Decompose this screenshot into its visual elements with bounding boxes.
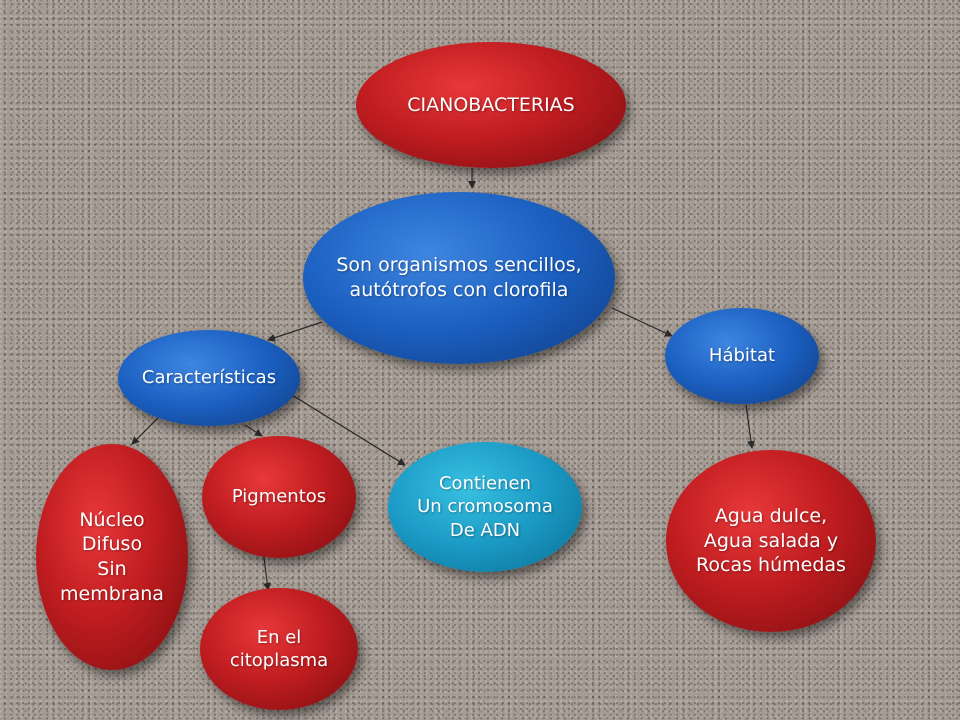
node-caracteristicas[interactable]: Características <box>118 330 300 426</box>
arrow-caracteristicas-to-pigmentos <box>244 424 263 437</box>
node-cianobacterias-label: CIANOBACTERIAS <box>407 93 575 116</box>
arrow-caracteristicas-to-contienen <box>291 394 406 466</box>
arrow-habitat-to-agua <box>745 404 755 449</box>
node-contienen-label: Contienen Un cromosoma De ADN <box>417 472 553 541</box>
node-agua[interactable]: Agua dulce, Agua salada y Rocas húmedas <box>666 450 876 632</box>
node-cianobacterias[interactable]: CIANOBACTERIAS <box>356 42 626 168</box>
node-nucleo[interactable]: Núcleo Difuso Sin membrana <box>36 444 188 670</box>
node-contienen[interactable]: Contienen Un cromosoma De ADN <box>388 442 582 572</box>
arrow-caracteristicas-to-nucleo <box>131 417 159 445</box>
node-agua-label: Agua dulce, Agua salada y Rocas húmedas <box>696 504 846 577</box>
node-nucleo-label: Núcleo Difuso Sin membrana <box>60 508 164 605</box>
node-citoplasma[interactable]: En el citoplasma <box>200 588 358 710</box>
node-caracteristicas-label: Características <box>141 367 277 389</box>
node-organismos-label: Son organismos sencillos, autótrofos con… <box>336 254 582 301</box>
arrow-pigmentos-to-citoplasma <box>263 556 272 591</box>
node-organismos[interactable]: Son organismos sencillos, autótrofos con… <box>303 192 615 364</box>
node-habitat[interactable]: Hábitat <box>665 308 819 404</box>
node-pigmentos[interactable]: Pigmentos <box>202 436 356 558</box>
node-citoplasma-label: En el citoplasma <box>229 626 329 671</box>
arrow-organismos-to-caracteristicas <box>267 321 323 342</box>
arrow-organismos-to-habitat <box>611 307 673 337</box>
node-habitat-label: Hábitat <box>708 345 776 367</box>
node-pigmentos-label: Pigmentos <box>231 486 327 508</box>
